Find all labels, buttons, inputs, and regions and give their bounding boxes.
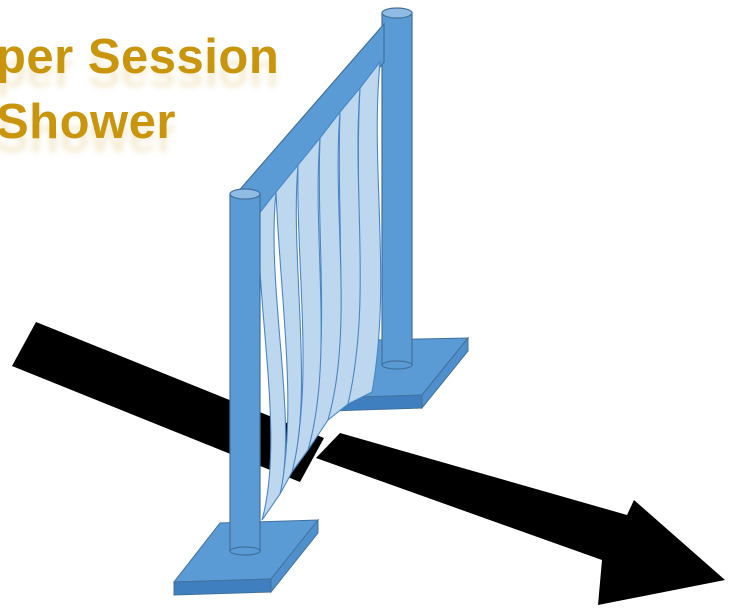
title-line-1: per Session [0, 33, 279, 82]
title-line-2: Shower [0, 98, 176, 147]
back-post [382, 8, 412, 369]
direction-arrow-icon [316, 433, 725, 605]
front-post [230, 189, 260, 555]
